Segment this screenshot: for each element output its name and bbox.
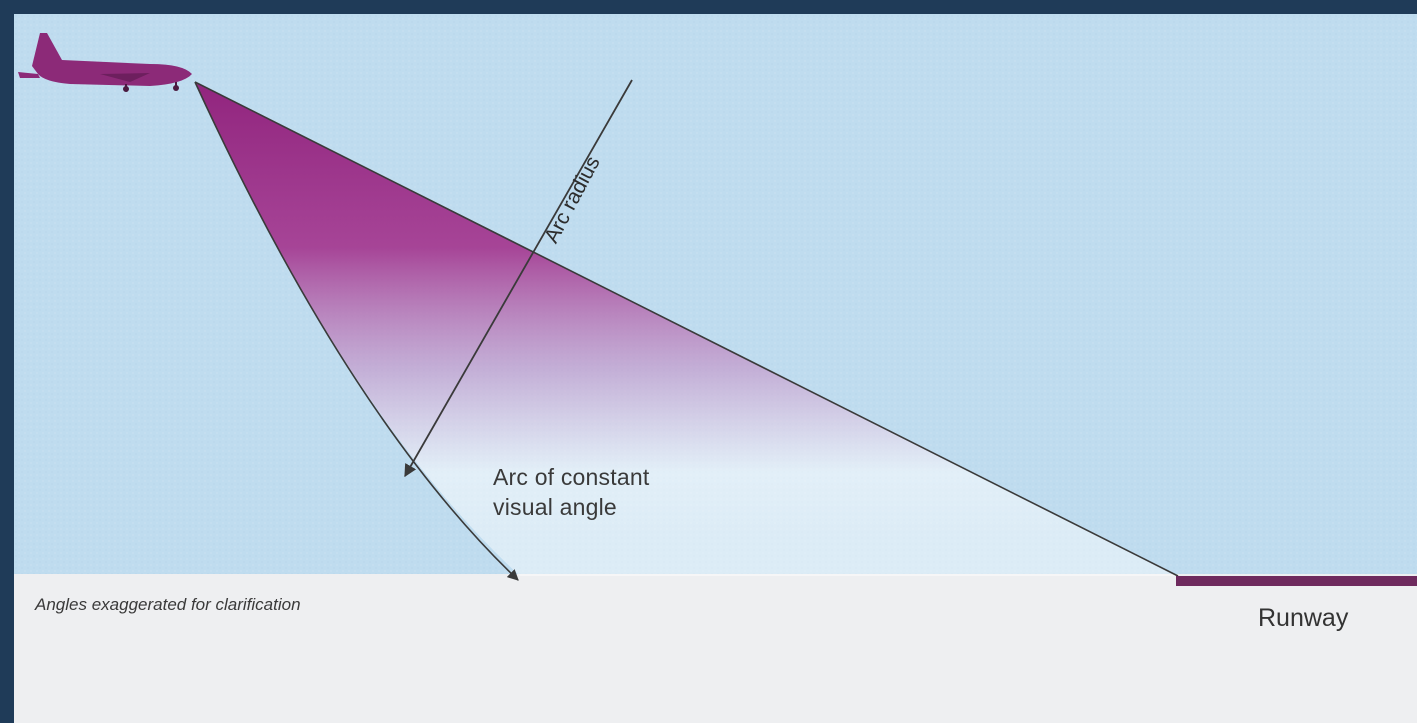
arc-label-line2: visual angle <box>493 494 617 520</box>
arc-label-line1: Arc of constant <box>493 464 650 490</box>
runway-bar <box>1176 576 1417 586</box>
runway-label: Runway <box>1258 604 1349 632</box>
airplane-icon <box>18 33 192 92</box>
ground-panel <box>14 574 1417 723</box>
arc-radius-arrow <box>404 79 633 478</box>
glide-path-line <box>194 81 1179 577</box>
exaggeration-note: Angles exaggerated for clarification <box>35 595 301 614</box>
constant-angle-arc <box>194 81 519 581</box>
